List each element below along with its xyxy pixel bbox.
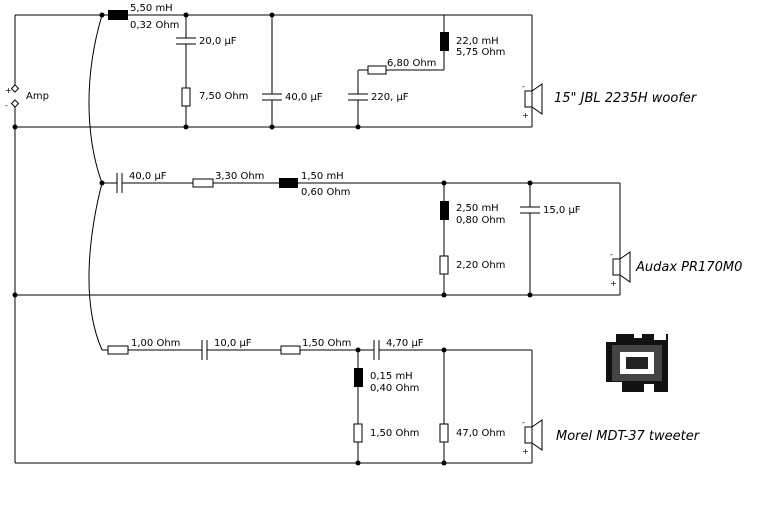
woofer-name: 15" JBL 2235H woofer: [554, 91, 698, 106]
amp-minus-sign: -: [5, 101, 8, 110]
tweeter-series-res1-value: 1,00 Ohm: [131, 338, 180, 349]
woofer-zobel-res-value: 6,80 Ohm: [387, 58, 436, 69]
tweeter-shunt-inductor-value: 0,15 mH: [370, 371, 413, 382]
mid-name: Audax PR170M0: [635, 260, 742, 275]
tweeter-photo: [603, 327, 671, 397]
tweeter-series-cap2-value: 4,70 µF: [386, 338, 424, 349]
woofer-shunt-resistor: [181, 87, 191, 107]
mid-speaker-icon: [612, 258, 621, 276]
amp-terminals: + - Amp: [5, 15, 49, 463]
tweeter-shunt-inductor: [354, 368, 363, 387]
tweeter-series-res2-value: 1,50 Ohm: [302, 338, 351, 349]
woofer-zobel-inductor-value: 22,0 mH: [456, 36, 499, 47]
tweeter-series-cap1-value: 10,0 µF: [214, 338, 252, 349]
tweeter-shunt-res2-value: 47,0 Ohm: [456, 428, 505, 439]
junction-dots: [12, 12, 533, 466]
mid-series-inductor-resistance: 0,60 Ohm: [301, 187, 350, 198]
mid-shunt-inductor: [440, 201, 449, 220]
midrange-section: 40,0 µF 3,30 Ohm 1,50 mH 0,60 Ohm 2,50 m…: [15, 171, 742, 296]
mid-plus-sign: +: [610, 279, 617, 288]
mid-series-resistor: [192, 178, 214, 188]
tweeter-name: Morel MDT-37 tweeter: [556, 429, 701, 444]
tweeter-plus-sign: +: [522, 447, 529, 456]
mid-shunt-cap-value: 15,0 µF: [543, 205, 581, 216]
woofer-minus-sign: -: [522, 82, 525, 91]
mid-series-inductor: [279, 178, 298, 188]
mid-shunt-inductor-value: 2,50 mH: [456, 203, 499, 214]
woofer-shunt-res-value: 7,50 Ohm: [199, 91, 248, 102]
mid-shunt-resistor: [439, 255, 449, 275]
tweeter-shunt-resistor-2: [439, 423, 449, 443]
tweeter-minus-sign: -: [522, 418, 525, 427]
mid-minus-sign: -: [610, 250, 613, 259]
tweeter-shunt-resistor: [353, 423, 363, 443]
mid-shunt-res-value: 2,20 Ohm: [456, 260, 505, 271]
woofer-speaker-icon: [524, 90, 533, 108]
tweeter-series-resistor-2: [280, 345, 301, 355]
woofer-zobel-resistor: [367, 65, 387, 75]
amp-plus-sign: +: [5, 86, 12, 95]
tweeter-series-resistor-1: [107, 345, 129, 355]
tweeter-speaker-icon: [524, 426, 533, 444]
mid-series-res-value: 3,30 Ohm: [215, 171, 264, 182]
woofer-series-inductor-resistance: 0,32 Ohm: [130, 20, 179, 31]
woofer-series-inductor: [108, 10, 128, 20]
woofer-plus-sign: +: [522, 111, 529, 120]
tweeter-shunt-inductor-resistance: 0,40 Ohm: [370, 383, 419, 394]
amp-label: Amp: [26, 91, 49, 102]
woofer-zobel-cap-value: 220, µF: [371, 92, 409, 103]
woofer-series-inductor-value: 5,50 mH: [130, 3, 173, 14]
woofer-shunt-cap-value: 20,0 µF: [199, 36, 237, 47]
woofer-zobel-inductor-resistance: 5,75 Ohm: [456, 47, 505, 58]
woofer-section: 5,50 mH 0,32 Ohm 20,0 µF 7,50 Ohm 40,0 µ…: [15, 3, 698, 128]
woofer-shunt-cap2-value: 40,0 µF: [285, 92, 323, 103]
mid-series-inductor-value: 1,50 mH: [301, 171, 344, 182]
woofer-zobel-inductor: [440, 32, 449, 51]
tweeter-shunt-res-value: 1,50 Ohm: [370, 428, 419, 439]
mid-shunt-inductor-resistance: 0,80 Ohm: [456, 215, 505, 226]
mid-series-cap-value: 40,0 µF: [129, 171, 167, 182]
tweeter-section: 1,00 Ohm 10,0 µF 1,50 Ohm 4,70 µF 0,15 m…: [15, 338, 701, 464]
